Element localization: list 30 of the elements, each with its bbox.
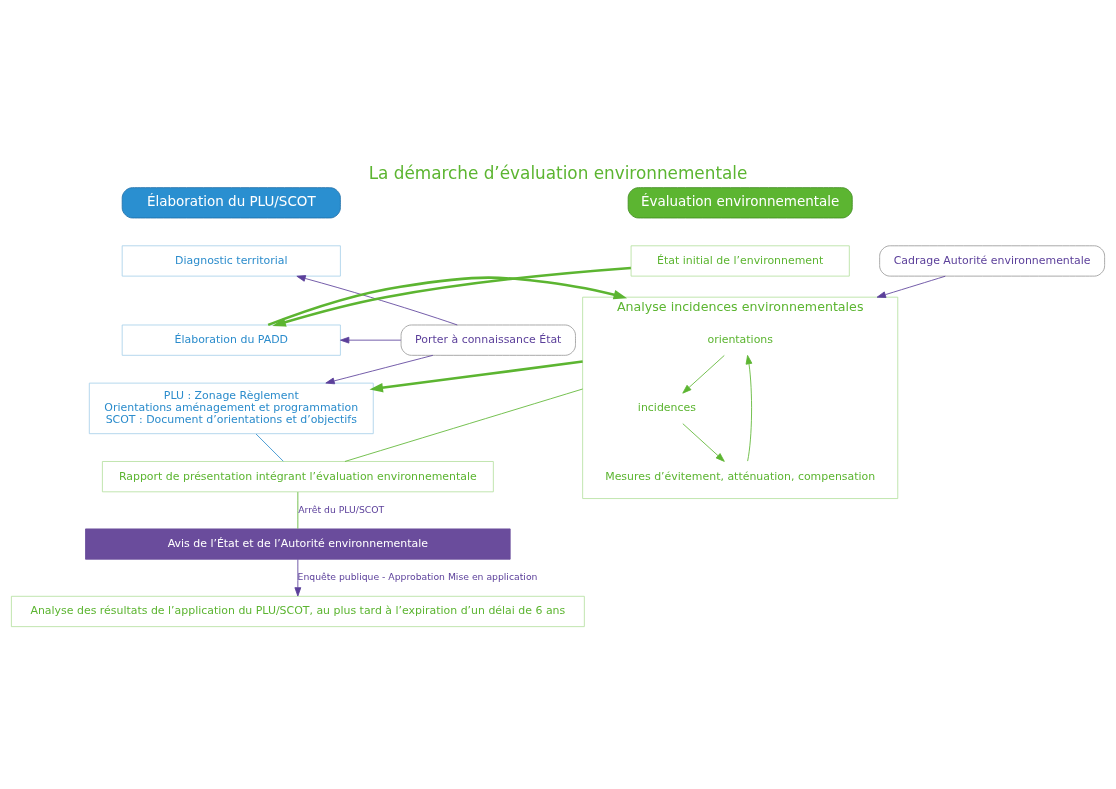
- node-text: incidences: [637, 401, 696, 415]
- connector: [344, 388, 584, 462]
- node-box: Cadrage Autorité environnementale: [879, 245, 1106, 277]
- arrow: [267, 276, 628, 327]
- arrow: [876, 275, 946, 298]
- node-box: Évaluation environnementale: [627, 187, 853, 219]
- node-box: Avis de l’État et de l’Autorité environnementale: [85, 528, 511, 560]
- arrow: [294, 559, 302, 597]
- node-text: Mesures d’évitement, atténuation, compensation: [605, 469, 876, 483]
- arrow: [325, 354, 434, 385]
- node-box: Élaboration du PLU/SCOT: [121, 187, 341, 219]
- edge-label: Arrêt du PLU/SCOT: [298, 503, 385, 515]
- arrow: [682, 355, 725, 394]
- arrow: [369, 360, 583, 393]
- arrow: [272, 266, 631, 327]
- node-box: Porter à connaissance État: [400, 324, 576, 356]
- node-box: Diagnostic territorial: [121, 245, 341, 277]
- arrow: [296, 275, 458, 326]
- arrow: [682, 423, 725, 462]
- node-box: Élaboration du PADD: [121, 324, 341, 356]
- connector: [255, 433, 284, 462]
- node-box: PLU : Zonage Règlement Orientations aménagement et programmation SCOT : Document d’orientations et d’objectifs: [88, 382, 374, 435]
- arrow: [745, 355, 753, 462]
- node-box: Analyse des résultats de l’application du PLU/SCOT, au plus tard à l’expiration d’un délai de 6 ans: [10, 595, 585, 628]
- edge-label: Enquête publique - Approbation Mise en application: [297, 571, 538, 583]
- diagram-title: La démarche d’évaluation environnementale: [368, 163, 748, 184]
- node-box: État initial de l’environnement: [630, 245, 850, 277]
- arrow: [340, 336, 402, 344]
- node-text: orientations: [707, 333, 773, 347]
- node-box: Rapport de présentation intégrant l’évaluation environnementale: [101, 461, 494, 493]
